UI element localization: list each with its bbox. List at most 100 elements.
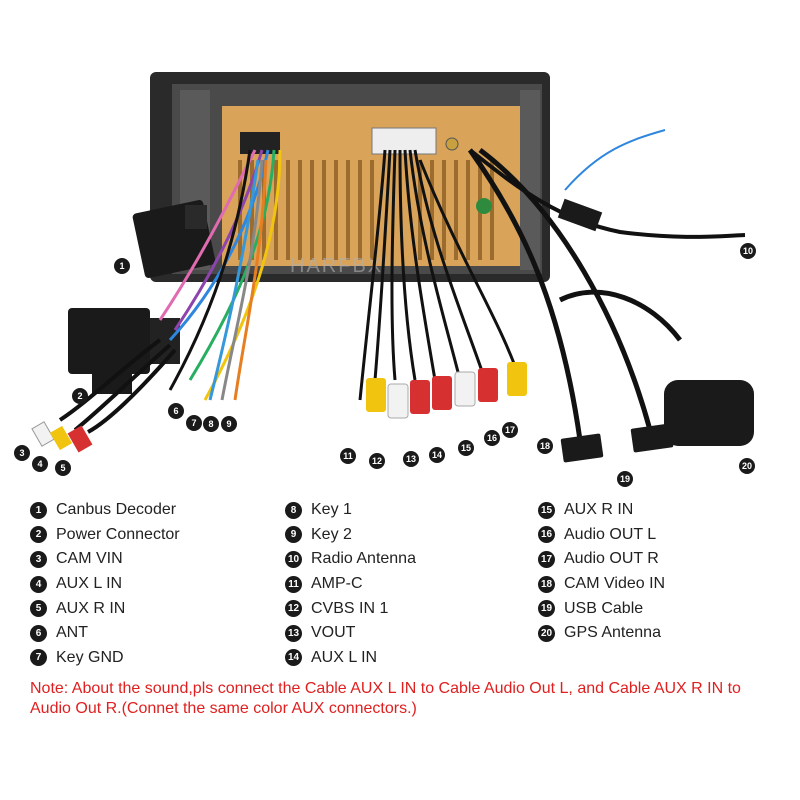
legend-item: 14 AUX L IN xyxy=(285,646,416,671)
wiring-diagram: HARFBX xyxy=(14,72,756,487)
callout-number: 17 xyxy=(505,425,515,435)
usb-cables xyxy=(467,148,682,441)
legend-number-badge: 4 xyxy=(30,575,47,593)
legend-label: Key GND xyxy=(56,648,124,666)
callout-badge xyxy=(221,416,237,432)
legend-number-badge: 13 xyxy=(285,624,302,642)
callout-number: 12 xyxy=(372,456,382,466)
callout-number: 2 xyxy=(77,391,82,401)
radio-antenna-cable xyxy=(468,129,746,239)
legend-item: 11 AMP-C xyxy=(285,572,416,597)
legend-number-badge: 19 xyxy=(538,600,555,618)
legend-number-badge: 20 xyxy=(538,624,555,642)
legend-label: AMP-C xyxy=(311,575,363,593)
legend-label: CAM VIN xyxy=(56,550,123,568)
callout-badge xyxy=(537,438,553,454)
legend: 1 Canbus Decoder 2 Power Connector 3 CAM VIN 4… xyxy=(30,498,790,678)
callout-number: 13 xyxy=(406,454,416,464)
callout-number: 14 xyxy=(432,450,442,460)
legend-number-badge: 10 xyxy=(285,550,302,568)
callout-badge xyxy=(203,416,219,432)
callout-badge xyxy=(55,460,71,476)
legend-item: 10 Radio Antenna xyxy=(285,547,416,572)
callout-badge xyxy=(502,422,518,438)
legend-number-badge: 7 xyxy=(30,649,47,667)
legend-number-badge: 16 xyxy=(538,526,555,544)
sound-note: Note: About the sound,pls connect the Ca… xyxy=(30,680,741,717)
legend-label: Audio OUT R xyxy=(564,550,659,568)
legend-number-badge: 17 xyxy=(538,550,555,568)
legend-column-1: 1 Canbus Decoder 2 Power Connector 3 CAM VIN 4… xyxy=(30,498,180,670)
canbus-decoder xyxy=(132,199,216,279)
legend-number-badge: 3 xyxy=(30,550,47,568)
callout-number: 1 xyxy=(119,261,124,271)
legend-label: Power Connector xyxy=(56,525,180,543)
callout-badge xyxy=(458,440,474,456)
legend-item: 7 Key GND xyxy=(30,646,180,671)
legend-label: Canbus Decoder xyxy=(56,501,177,519)
callout-number: 8 xyxy=(208,419,213,429)
legend-label: USB Cable xyxy=(564,599,644,617)
legend-number-badge: 15 xyxy=(538,501,555,519)
callout-badge xyxy=(32,456,48,472)
callout-badge xyxy=(14,445,30,461)
usb-plugs xyxy=(560,423,674,463)
callout-number: 7 xyxy=(191,418,196,428)
callout-number: 3 xyxy=(19,448,24,458)
legend-label: Audio OUT L xyxy=(564,525,657,543)
legend-number-badge: 1 xyxy=(30,501,47,519)
legend-label: Key 2 xyxy=(311,525,352,543)
callout-number: 18 xyxy=(540,441,550,451)
legend-item: 1 Canbus Decoder xyxy=(30,498,180,523)
callout-badge xyxy=(429,447,445,463)
legend-label: AUX L IN xyxy=(56,575,123,593)
legend-label: Radio Antenna xyxy=(311,550,416,568)
legend-item: 4 AUX L IN xyxy=(30,572,180,597)
legend-number-badge: 2 xyxy=(30,526,47,544)
gps-antenna xyxy=(664,380,754,446)
legend-label: Key 1 xyxy=(311,501,352,519)
callout-badge xyxy=(740,243,756,259)
callout-number: 9 xyxy=(226,419,231,429)
legend-label: AUX R IN xyxy=(564,501,634,519)
callout-number: 20 xyxy=(742,461,752,471)
legend-item: 3 CAM VIN xyxy=(30,547,180,572)
rca-connectors xyxy=(366,362,527,419)
callout-badge xyxy=(340,448,356,464)
legend-label: AUX R IN xyxy=(56,599,126,617)
legend-label: AUX L IN xyxy=(311,648,378,666)
callout-badge xyxy=(72,388,88,404)
legend-number-badge: 14 xyxy=(285,649,302,667)
callout-badge xyxy=(369,453,385,469)
wire-harness xyxy=(58,149,282,434)
legend-number-badge: 18 xyxy=(538,575,555,593)
left-rca-plugs xyxy=(31,421,93,453)
legend-number-badge: 9 xyxy=(285,526,302,544)
callout-number: 6 xyxy=(173,406,178,416)
callout-number: 16 xyxy=(487,433,497,443)
legend-item: 15 AUX R IN xyxy=(538,498,665,523)
callout-number: 19 xyxy=(620,474,630,484)
legend-item: 8 Key 1 xyxy=(285,498,416,523)
legend-item: 9 Key 2 xyxy=(285,523,416,548)
legend-number-badge: 12 xyxy=(285,600,302,618)
legend-item: 2 Power Connector xyxy=(30,523,180,548)
legend-number-badge: 8 xyxy=(285,501,302,519)
legend-label: ANT xyxy=(56,624,88,642)
callout-badge xyxy=(403,451,419,467)
legend-item: 17 Audio OUT R xyxy=(538,547,665,572)
legend-item: 19 USB Cable xyxy=(538,596,665,621)
callout-badge xyxy=(168,403,184,419)
callout-badge xyxy=(186,415,202,431)
legend-number-badge: 11 xyxy=(285,575,302,593)
callout-badge xyxy=(114,258,130,274)
